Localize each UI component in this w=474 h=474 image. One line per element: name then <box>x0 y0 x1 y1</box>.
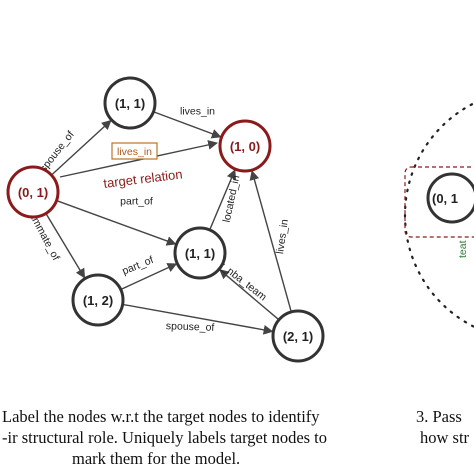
graph-node-d: (1, 1) <box>173 226 227 280</box>
subgraph-dashed-box <box>404 166 474 238</box>
edge-line <box>249 170 292 313</box>
neighborhood-dotted-ring <box>403 102 474 328</box>
target-relation-label: target relation <box>103 166 184 191</box>
edge-label: located_in <box>221 174 243 223</box>
target-relation-box-label: lives_in <box>117 146 152 158</box>
edge-label: spouse_of <box>166 320 215 334</box>
caption-left-line-1: Label the nodes w.r.t the target nodes t… <box>2 407 320 426</box>
node-circle <box>218 119 272 173</box>
edge-e-d: part_of <box>120 254 178 291</box>
node-label: (2, 1) <box>283 329 313 344</box>
edge-line <box>45 213 86 279</box>
svg-text:(0, 1: (0, 1 <box>432 191 458 206</box>
target-relation-box <box>111 142 158 160</box>
edge-f-c: lives_in <box>249 170 292 313</box>
caption-left: Label the nodes w.r.t the target nodes t… <box>2 407 327 468</box>
edge-label: lives_in <box>274 218 291 255</box>
graph-node-e: (1, 2) <box>71 273 125 327</box>
edge-line <box>219 269 280 321</box>
edge-line <box>120 263 178 291</box>
caption-left-line-2: -ir structural role. Uniquely labels tar… <box>2 428 327 447</box>
caption-right-line-1: 3. Pass <box>416 407 462 426</box>
graph-node-b: (1, 1) <box>103 76 157 130</box>
target-node-a: (0, 1) <box>6 165 60 219</box>
target-relation: lives_in target relation <box>59 140 218 191</box>
edge-label: spouse_of <box>37 129 76 175</box>
node-circle <box>71 273 125 327</box>
edge-line <box>209 169 237 231</box>
node-label: (1, 0) <box>230 139 260 154</box>
edge-label: part_of <box>120 196 153 208</box>
node-circle <box>103 76 157 130</box>
edge-line <box>50 119 112 176</box>
node-circle <box>173 226 227 280</box>
edge-line <box>153 111 222 139</box>
edge-a-d: part_of <box>56 196 177 246</box>
graph-node-f: (2, 1) <box>271 309 325 363</box>
edge-label: lives_in <box>180 106 215 118</box>
edge-b-c: lives_in <box>153 106 222 139</box>
target-relation-line <box>59 140 218 178</box>
target-node-c: (1, 0) <box>218 119 272 173</box>
edge-e-f: spouse_of <box>122 303 274 335</box>
right-panel-edge-label: teat <box>457 240 469 258</box>
caption-right-line-2: how str <box>420 428 470 447</box>
right-panel-node: (0, 1 <box>426 172 474 224</box>
edge-a-b: spouse_of <box>37 119 112 176</box>
graph-nodes: (0, 1) (1, 1) (1, 0) (1, 1) (1, 2) (2, 1) <box>6 76 325 363</box>
node-label: (1, 1) <box>115 96 145 111</box>
node-label: (0, 1) <box>18 185 48 200</box>
node-circle <box>6 165 60 219</box>
right-panel: (0, 1 teat <box>403 102 474 328</box>
caption-left-line-3: mark them for the model. <box>72 449 240 468</box>
node-circle <box>271 309 325 363</box>
edge-line <box>122 303 274 335</box>
edge-label: part_of <box>120 254 155 277</box>
node-label: (1, 2) <box>83 293 113 308</box>
caption-right: 3. Pass how str <box>416 407 470 447</box>
edge-d-c: located_in <box>209 169 243 231</box>
node-label: (1, 1) <box>185 246 215 261</box>
edge-line <box>56 199 177 246</box>
